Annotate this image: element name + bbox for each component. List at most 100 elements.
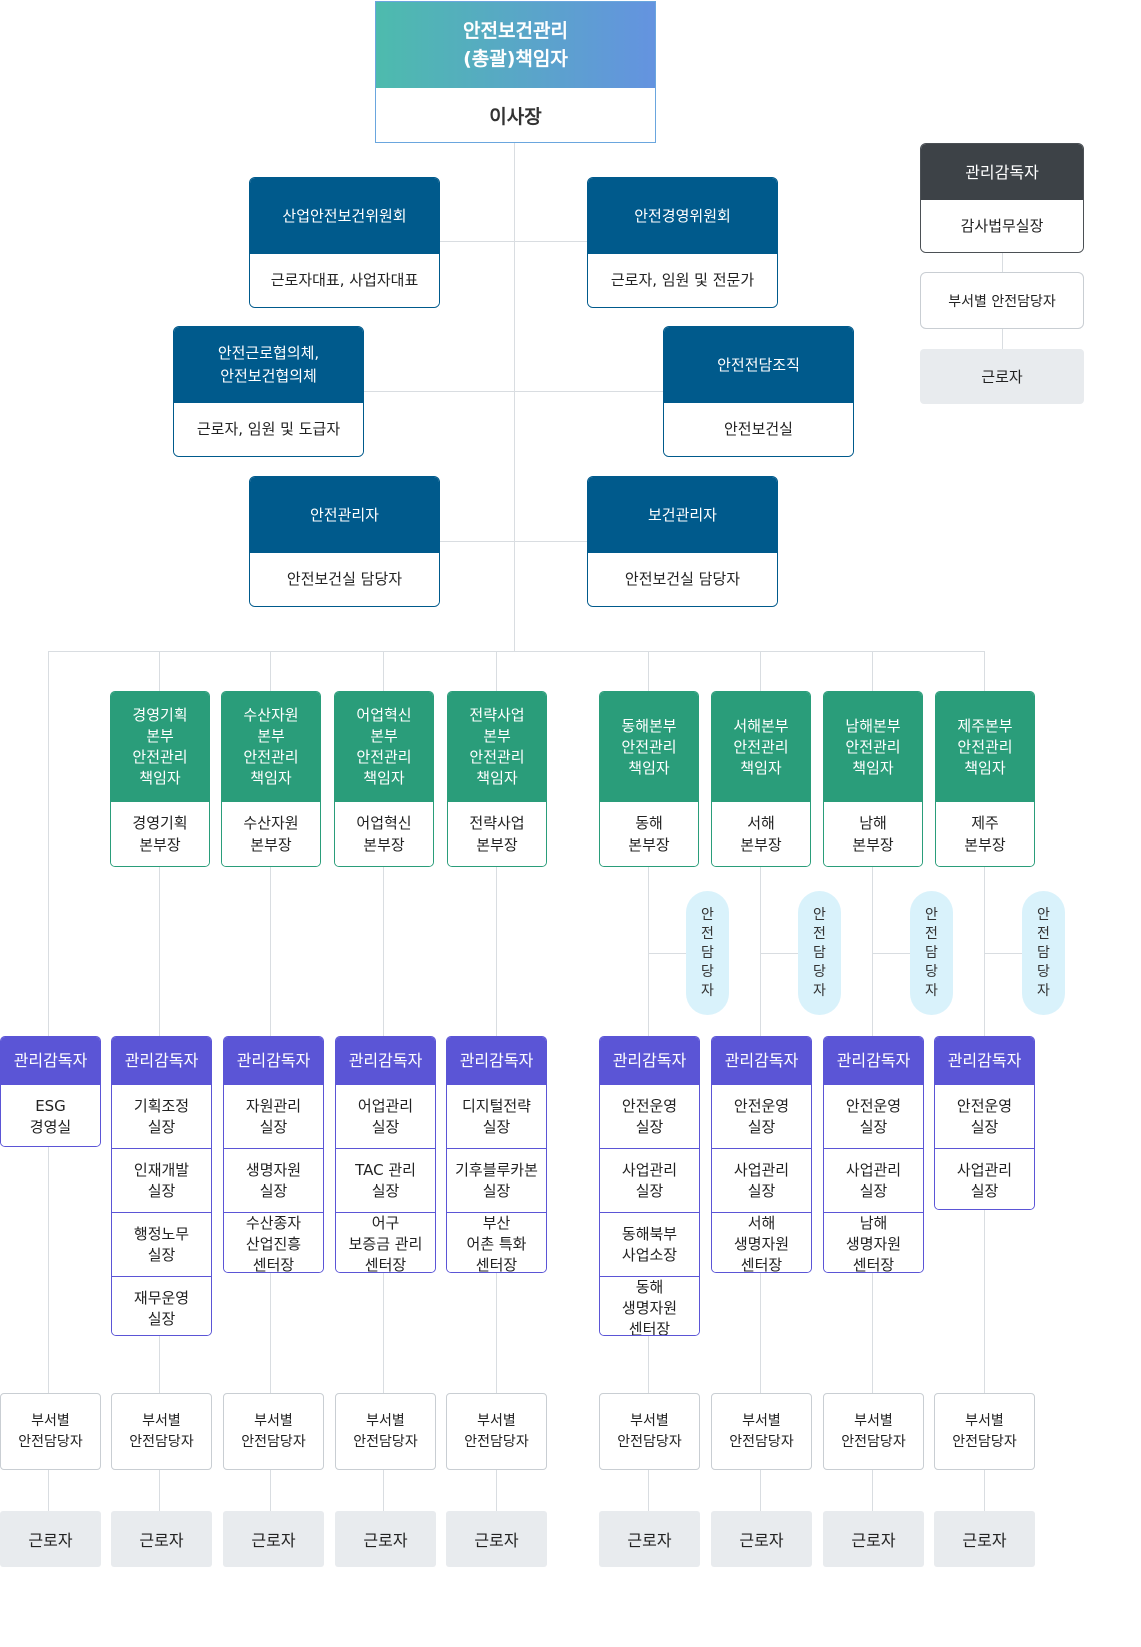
pill-char: 안 [701,906,714,923]
supervisor-box-title: 관리감독자 [112,1037,211,1085]
pill-char: 전 [701,925,714,942]
supervisor-box-item: 남해 생명자원 센터장 [824,1212,923,1272]
supervisor-box-item: TAC 관리 실장 [336,1148,435,1212]
hq-safety-box-5-role: 동해 본부장 [600,802,698,866]
committee-box-6-role: 안전보건실 담당자 [588,553,777,606]
supervisor-box-item: 안전운영 실장 [935,1085,1034,1148]
pill-char: 담 [925,944,938,961]
connector-line [514,140,515,652]
hq-safety-box-8-title: 제주본부 안전관리 책임자 [936,692,1034,802]
worker-box-2: 근로자 [111,1511,212,1567]
supervisor-box-item: 사업관리 실장 [600,1148,699,1212]
hq-safety-box-1-role: 경영기획 본부장 [111,802,209,866]
pill-char: 안 [1037,906,1050,923]
connector-line [984,953,1022,954]
committee-box-3-title: 안전근로협의체, 안전보건협의체 [174,327,363,403]
pill-char: 안 [925,906,938,923]
supervisor-box-title: 관리감독자 [935,1037,1034,1085]
supervisor-box-title: 관리감독자 [336,1037,435,1085]
supervisor-box-item: 서해 생명자원 센터장 [712,1212,811,1272]
pill-char: 전 [813,925,826,942]
supervisor-box-title: 관리감독자 [712,1037,811,1085]
pill-char: 당 [1037,963,1050,980]
worker-box-5: 근로자 [446,1511,547,1567]
supervisor-box-item: 인재개발 실장 [112,1148,211,1212]
hq-safety-box-2-title: 수산자원 본부 안전관리 책임자 [222,692,320,802]
connector-line [440,241,588,242]
hq-safety-box-3-title: 어업혁신 본부 안전관리 책임자 [335,692,433,802]
hq-safety-box-3-role: 어업혁신 본부장 [335,802,433,866]
worker-box-8: 근로자 [823,1511,924,1567]
pill-char: 당 [813,963,826,980]
supervisor-box-title: 관리감독자 [600,1037,699,1085]
hq-safety-box-6-role: 서해 본부장 [712,802,810,866]
committee-box-2-title: 안전경영위원회 [588,178,777,254]
committee-box-4-title: 안전전담조직 [664,327,853,403]
supervisor-box-item: 안전운영 실장 [824,1085,923,1148]
pill-char: 자 [701,982,714,999]
side-staff-box: 부서별 안전담당자 [920,272,1084,329]
department-staff-box-3: 부서별 안전담당자 [223,1393,324,1470]
connector-line [872,953,910,954]
supervisor-box-item: 사업관리 실장 [712,1148,811,1212]
committee-box-2-role: 근로자, 임원 및 전문가 [588,254,777,307]
supervisor-box-item: 동해북부 사업소장 [600,1212,699,1276]
supervisor-box-title: 관리감독자 [1,1037,100,1085]
pill-char: 안 [813,906,826,923]
side-worker-box: 근로자 [920,349,1084,404]
pill-char: 담 [1037,944,1050,961]
pill-char: 전 [925,925,938,942]
supervisor-box-item: 사업관리 실장 [824,1148,923,1212]
top-executive-role: 이사장 [376,88,655,142]
committee-box-6-title: 보건관리자 [588,477,777,553]
hq-safety-box-4-role: 전략사업 본부장 [448,802,546,866]
department-staff-box-2: 부서별 안전담당자 [111,1393,212,1470]
department-staff-box-4: 부서별 안전담당자 [335,1393,436,1470]
side-supervisor-box-title: 관리감독자 [921,144,1083,200]
hq-safety-box-1-title: 경영기획 본부 안전관리 책임자 [111,692,209,802]
pill-char: 당 [925,963,938,980]
committee-box-5-role: 안전보건실 담당자 [250,553,439,606]
department-staff-box-1: 부서별 안전담당자 [0,1393,101,1470]
department-staff-box-7: 부서별 안전담당자 [711,1393,812,1470]
connector-line [440,541,588,542]
hq-safety-box-7-role: 남해 본부장 [824,802,922,866]
supervisor-box-item: 수산종자 산업진흥 센터장 [224,1212,323,1272]
connector-line [362,391,664,392]
supervisor-box-title: 관리감독자 [447,1037,546,1085]
supervisor-box-item: 안전운영 실장 [712,1085,811,1148]
worker-box-4: 근로자 [335,1511,436,1567]
supervisor-box-title: 관리감독자 [224,1037,323,1085]
pill-char: 자 [813,982,826,999]
worker-box-7: 근로자 [711,1511,812,1567]
pill-char: 자 [925,982,938,999]
connector-line [760,953,798,954]
supervisor-box-item: 디지털전략 실장 [447,1085,546,1148]
pill-char: 자 [1037,982,1050,999]
connector-line [648,953,686,954]
committee-box-1-title: 산업안전보건위원회 [250,178,439,254]
pill-char: 전 [1037,925,1050,942]
